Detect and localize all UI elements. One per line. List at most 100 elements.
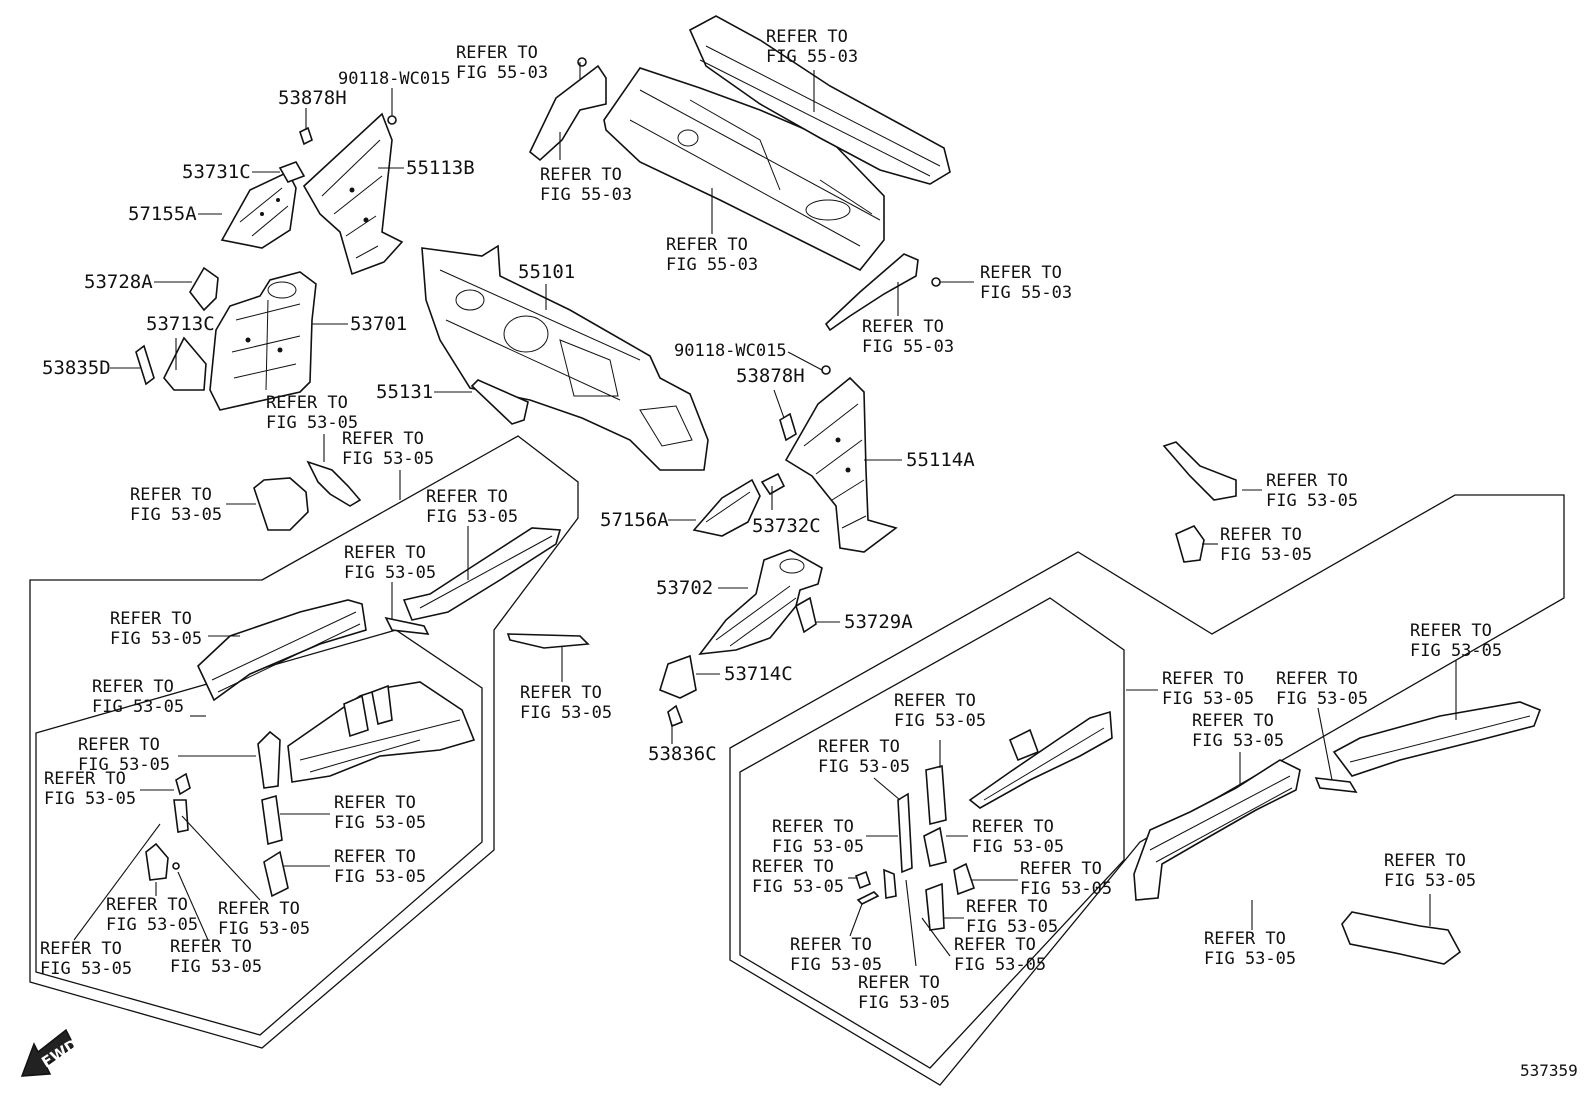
label-53713c: 53713C bbox=[146, 313, 215, 335]
part-ref-rocker-right bbox=[1332, 701, 1542, 777]
svg-text:FIG 53-05: FIG 53-05 bbox=[130, 505, 222, 525]
part-ref-pillar-right bbox=[925, 764, 947, 826]
svg-text:FIG 53-05: FIG 53-05 bbox=[266, 413, 358, 433]
part-ref-plate-right-b bbox=[925, 882, 945, 931]
part-53731c-shape bbox=[278, 161, 306, 183]
part-ref-member-right-inner bbox=[968, 710, 1113, 809]
svg-text:FIG 53-05: FIG 53-05 bbox=[44, 789, 136, 809]
refer-55-03-b: REFER TO FIG 55-03 bbox=[766, 27, 858, 67]
svg-text:FIG 53-05: FIG 53-05 bbox=[218, 919, 310, 939]
refer-53-05-14: REFER TO FIG 53-05 bbox=[218, 899, 310, 939]
svg-text:FIG 53-05: FIG 53-05 bbox=[894, 711, 986, 731]
svg-text:REFER TO: REFER TO bbox=[954, 935, 1036, 955]
part-ref-right-top-2 bbox=[1175, 525, 1205, 563]
svg-text:FIG 53-05: FIG 53-05 bbox=[752, 877, 844, 897]
part-ref-clip-right-b bbox=[883, 868, 897, 899]
refer-53-05-16: REFER TO FIG 53-05 bbox=[170, 937, 262, 977]
svg-text:REFER TO: REFER TO bbox=[1384, 851, 1466, 871]
svg-text:FIG 53-05: FIG 53-05 bbox=[1410, 641, 1502, 661]
refer-53-05-18: REFER TO FIG 53-05 bbox=[1220, 525, 1312, 565]
svg-text:REFER TO: REFER TO bbox=[1162, 669, 1244, 689]
group-box-right-inner bbox=[739, 597, 1125, 1069]
refer-53-05-28: REFER TO FIG 53-05 bbox=[972, 817, 1064, 857]
part-ref-side-member-left bbox=[197, 599, 367, 702]
svg-text:FIG 53-05: FIG 53-05 bbox=[1020, 879, 1112, 899]
svg-text:REFER TO: REFER TO bbox=[342, 429, 424, 449]
part-53878h-shape-a bbox=[299, 126, 313, 146]
label-55101: 55101 bbox=[518, 261, 575, 283]
refer-53-05-25: REFER TO FIG 53-05 bbox=[894, 691, 986, 731]
refer-53-05-07: REFER TO FIG 53-05 bbox=[92, 677, 184, 717]
part-ref-clip-a bbox=[175, 772, 191, 796]
svg-text:REFER TO: REFER TO bbox=[980, 263, 1062, 283]
refer-53-05-34: REFER TO FIG 53-05 bbox=[858, 973, 950, 1013]
refer-55-03-f: REFER TO FIG 55-03 bbox=[862, 317, 954, 357]
svg-text:FIG 53-05: FIG 53-05 bbox=[972, 837, 1064, 857]
part-53702-shape bbox=[698, 549, 823, 656]
refer-53-05-26: REFER TO FIG 53-05 bbox=[818, 737, 910, 777]
svg-text:FIG 53-05: FIG 53-05 bbox=[1162, 689, 1254, 709]
refer-53-05-01: REFER TO FIG 53-05 bbox=[266, 393, 358, 433]
part-ref-clip-b bbox=[173, 799, 189, 833]
bolt-90118-b bbox=[821, 365, 831, 375]
label-53732c: 53732C bbox=[752, 515, 821, 537]
refer-53-05-19: REFER TO FIG 53-05 bbox=[1410, 621, 1502, 661]
svg-text:REFER TO: REFER TO bbox=[540, 165, 622, 185]
part-ref-plate-right-a bbox=[923, 826, 947, 867]
part-53732c-shape bbox=[760, 472, 786, 496]
svg-text:FIG 53-05: FIG 53-05 bbox=[1220, 545, 1312, 565]
part-55101-shape bbox=[421, 244, 709, 471]
svg-text:FIG 55-03: FIG 55-03 bbox=[456, 63, 548, 83]
svg-text:FIG 53-05: FIG 53-05 bbox=[106, 915, 198, 935]
label-53878h-b: 53878H bbox=[736, 365, 805, 387]
refer-53-05-05: REFER TO FIG 53-05 bbox=[344, 543, 436, 583]
bolt-cowl-top bbox=[577, 57, 587, 67]
refer-55-03-e: REFER TO FIG 55-03 bbox=[980, 263, 1072, 303]
svg-text:FIG 53-05: FIG 53-05 bbox=[170, 957, 262, 977]
svg-text:REFER TO: REFER TO bbox=[818, 737, 900, 757]
svg-text:FIG 53-05: FIG 53-05 bbox=[1204, 949, 1296, 969]
refer-53-05-23: REFER TO FIG 53-05 bbox=[1384, 851, 1476, 891]
group-box-right-outer bbox=[729, 494, 1565, 1086]
refer-55-03-d: REFER TO FIG 55-03 bbox=[666, 235, 758, 275]
svg-text:REFER TO: REFER TO bbox=[858, 973, 940, 993]
refer-53-05-21: REFER TO FIG 53-05 bbox=[1276, 669, 1368, 709]
svg-text:REFER TO: REFER TO bbox=[426, 487, 508, 507]
svg-text:REFER TO: REFER TO bbox=[1204, 929, 1286, 949]
svg-text:REFER TO: REFER TO bbox=[1266, 471, 1348, 491]
svg-text:FIG 53-05: FIG 53-05 bbox=[790, 955, 882, 975]
svg-text:FIG 53-05: FIG 53-05 bbox=[110, 629, 202, 649]
part-55114a-shape bbox=[784, 376, 898, 553]
svg-text:REFER TO: REFER TO bbox=[130, 485, 212, 505]
svg-text:REFER TO: REFER TO bbox=[334, 793, 416, 813]
label-90118-a: 90118-WC015 bbox=[338, 69, 451, 89]
svg-text:FIG 53-05: FIG 53-05 bbox=[78, 755, 170, 775]
refer-53-05-10: REFER TO FIG 53-05 bbox=[44, 769, 136, 809]
svg-text:FIG 53-05: FIG 53-05 bbox=[342, 449, 434, 469]
label-53729a: 53729A bbox=[844, 611, 913, 633]
part-ref-plate-left-mid bbox=[261, 794, 283, 846]
svg-text:REFER TO: REFER TO bbox=[218, 899, 300, 919]
part-ref-strip-left bbox=[506, 633, 590, 649]
part-53729a-shape bbox=[795, 596, 817, 634]
part-ref-plate-left-low bbox=[263, 850, 289, 898]
label-53728a: 53728A bbox=[84, 271, 153, 293]
part-53713c-shape bbox=[163, 336, 207, 391]
part-cowl-top-panel bbox=[603, 67, 885, 272]
refer-53-05-24: REFER TO FIG 53-05 bbox=[1204, 929, 1296, 969]
svg-text:REFER TO: REFER TO bbox=[1220, 525, 1302, 545]
svg-text:REFER TO: REFER TO bbox=[92, 677, 174, 697]
svg-text:REFER TO: REFER TO bbox=[266, 393, 348, 413]
part-ref-member-left-inner bbox=[287, 681, 476, 783]
part-53701-shape bbox=[209, 271, 317, 411]
svg-text:FIG 53-05: FIG 53-05 bbox=[334, 813, 426, 833]
part-ref-nut-left bbox=[172, 862, 180, 870]
label-55114a: 55114A bbox=[906, 449, 975, 471]
svg-text:REFER TO: REFER TO bbox=[520, 683, 602, 703]
svg-text:REFER TO: REFER TO bbox=[972, 817, 1054, 837]
svg-text:FIG 53-05: FIG 53-05 bbox=[1192, 731, 1284, 751]
svg-text:FIG 53-05: FIG 53-05 bbox=[334, 867, 426, 887]
refer-53-05-06: REFER TO FIG 53-05 bbox=[110, 609, 202, 649]
leader-lines bbox=[73, 62, 1457, 967]
refer-53-05-09: REFER TO FIG 53-05 bbox=[78, 735, 170, 775]
